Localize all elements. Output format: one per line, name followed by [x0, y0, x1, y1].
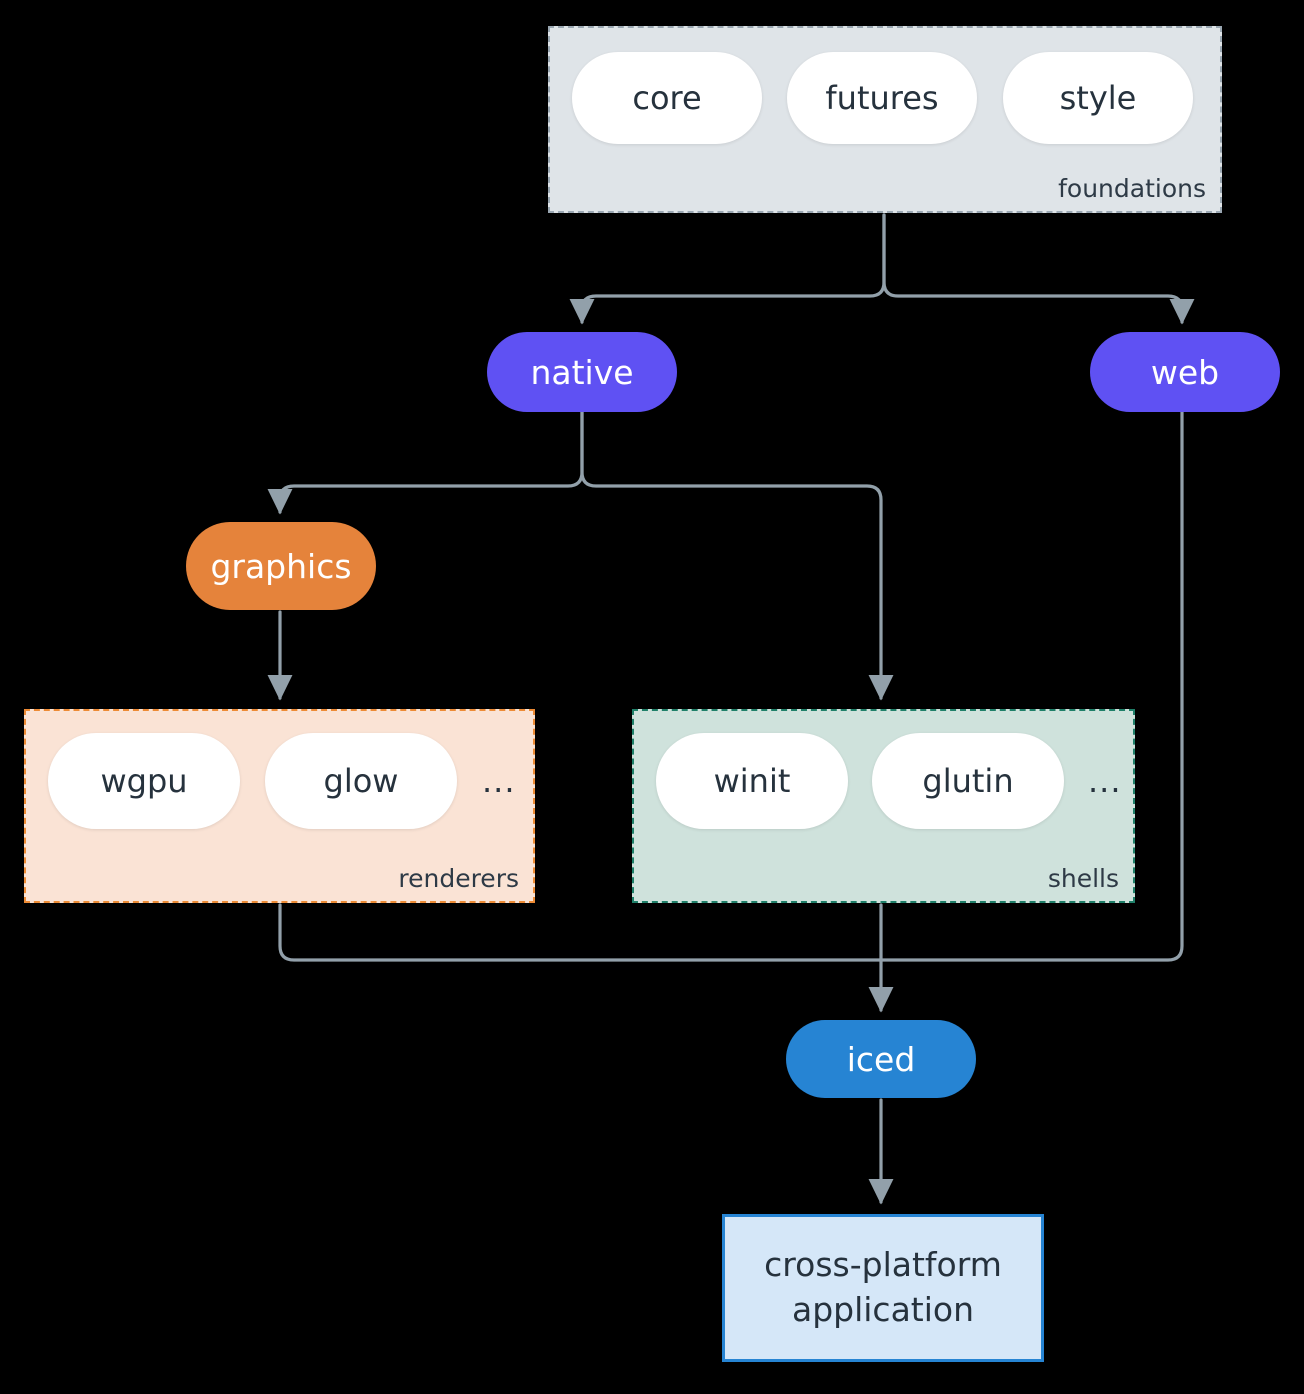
pill-core[interactable]: core [572, 52, 762, 144]
pill-futures[interactable]: futures [787, 52, 977, 144]
application-label-line2: application [791, 1290, 975, 1329]
pill-glow-label: glow [323, 762, 399, 800]
renderers-overflow-ellipsis: ... [482, 762, 516, 800]
node-graphics[interactable]: graphics [186, 522, 376, 610]
edge-native-graphics [267, 410, 584, 515]
pill-winit[interactable]: winit [656, 733, 848, 829]
edge-renderers-iced [278, 903, 883, 962]
pill-glutin-label: glutin [922, 762, 1014, 800]
shells-overflow-ellipsis: ... [1088, 762, 1122, 800]
node-iced-label: iced [846, 1039, 916, 1079]
node-web-label: web [1150, 352, 1220, 392]
node-web[interactable]: web [1090, 332, 1280, 412]
pill-glow[interactable]: glow [265, 733, 457, 829]
node-iced[interactable]: iced [786, 1020, 976, 1098]
pill-style-label: style [1059, 79, 1137, 117]
cluster-renderers-label: renderers [398, 864, 519, 893]
pill-wgpu-label: wgpu [100, 762, 188, 800]
node-graphics-label: graphics [210, 546, 352, 586]
node-native[interactable]: native [487, 332, 677, 412]
pill-winit-label: winit [713, 762, 791, 800]
pill-futures-label: futures [825, 79, 939, 117]
pill-glutin[interactable]: glutin [872, 733, 1064, 829]
application-label-line1: cross-platform [764, 1245, 1002, 1285]
cluster-shells-label: shells [1047, 864, 1119, 893]
edge-foundations-web [882, 213, 1195, 325]
pill-wgpu[interactable]: wgpu [48, 733, 240, 829]
edge-native-shells [580, 410, 894, 701]
pill-style[interactable]: style [1003, 52, 1193, 144]
node-cross-platform-application[interactable]: cross-platform application [722, 1214, 1044, 1362]
edge-foundations-native [569, 213, 886, 325]
pill-core-label: core [632, 79, 702, 117]
node-native-label: native [530, 352, 634, 392]
cluster-foundations-label: foundations [1058, 174, 1206, 203]
